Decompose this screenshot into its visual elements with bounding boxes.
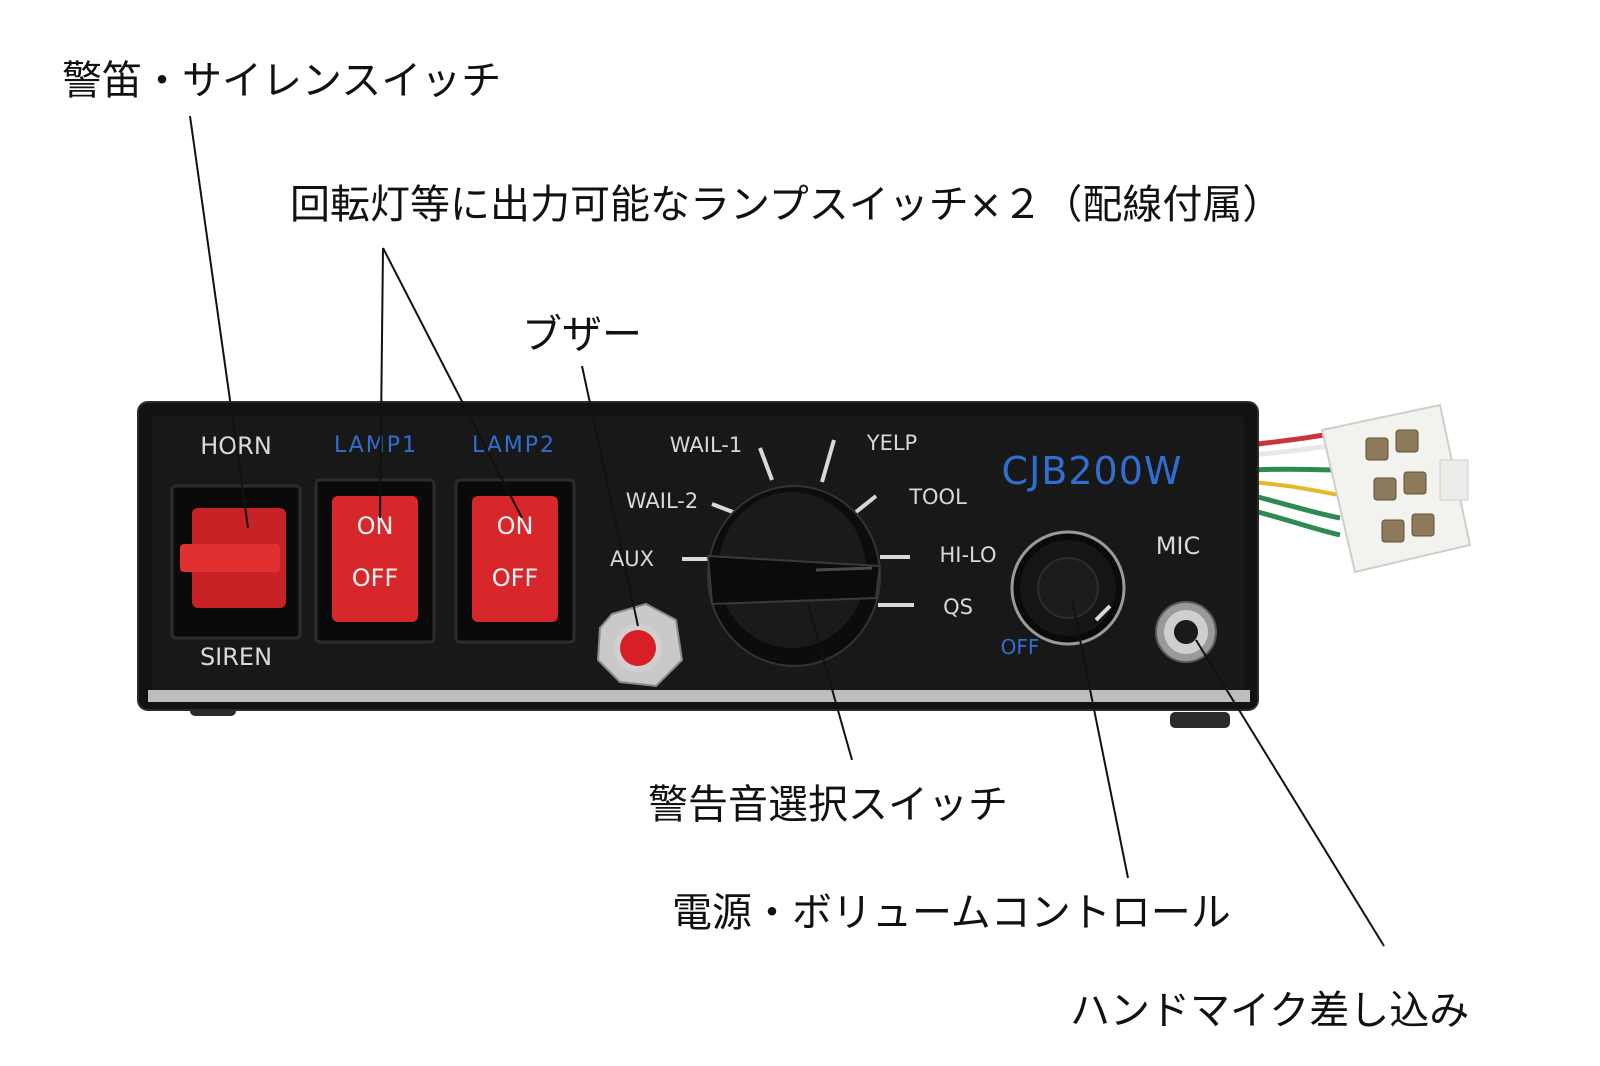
bottom-trim bbox=[148, 690, 1250, 702]
leader-lamp2 bbox=[382, 247, 523, 519]
volume-knob[interactable] bbox=[1010, 530, 1126, 646]
selector-label-qs: QS bbox=[943, 595, 973, 619]
buzzer-callout: ブザー bbox=[522, 312, 642, 358]
volume-off-label: OFF bbox=[1001, 635, 1040, 659]
leader-power-volume bbox=[1071, 599, 1129, 879]
lamp2-on-label: ON bbox=[497, 512, 534, 540]
tone-selector-callout: 警告音選択スイッチ bbox=[648, 782, 1008, 828]
lamp-switches-callout: 回転灯等に出力可能なランプスイッチ×２（配線付属） bbox=[290, 182, 1283, 228]
leader-mic-jack bbox=[1195, 639, 1385, 947]
mic-jack-callout: ハンドマイク差し込み bbox=[1070, 988, 1470, 1034]
horn-siren-rocker[interactable] bbox=[180, 508, 286, 608]
horn-siren-switch-callout: 警笛・サイレンスイッチ bbox=[62, 58, 502, 104]
leader-tone-selector bbox=[807, 603, 853, 761]
tone-selector-knob[interactable] bbox=[706, 485, 882, 667]
lamp1-on-label: ON bbox=[357, 512, 394, 540]
selector-label-wail2: WAIL-2 bbox=[626, 489, 698, 513]
selector-label-yelp: YELP bbox=[866, 431, 917, 455]
power-volume-callout: 電源・ボリュームコントロール bbox=[672, 890, 1231, 936]
lamp1-switch[interactable]: ON OFF bbox=[332, 496, 418, 622]
model-name: CJB200W bbox=[1002, 449, 1183, 493]
selector-label-aux: AUX bbox=[610, 547, 654, 571]
mic-label: MIC bbox=[1156, 532, 1201, 560]
leader-buzzer bbox=[581, 365, 639, 627]
wire-connector bbox=[1320, 403, 1472, 574]
selector-label-hilo: HI-LO bbox=[939, 543, 996, 567]
selector-label-tool: TOOL bbox=[908, 485, 967, 509]
lamp1-off-label: OFF bbox=[352, 564, 399, 592]
right-foot bbox=[1170, 712, 1230, 728]
lamp2-off-label: OFF bbox=[492, 564, 539, 592]
buzzer-button[interactable] bbox=[596, 602, 684, 688]
leader-lamp1 bbox=[379, 247, 384, 519]
selector-label-wail1: WAIL-1 bbox=[670, 433, 742, 457]
lamp2-switch[interactable]: ON OFF bbox=[472, 496, 558, 622]
mic-jack[interactable] bbox=[1155, 601, 1217, 663]
lamp1-label: LAMP1 bbox=[334, 433, 418, 458]
leader-lines bbox=[189, 115, 1385, 947]
siren-label: SIREN bbox=[200, 643, 272, 671]
leader-horn-siren bbox=[189, 115, 249, 529]
